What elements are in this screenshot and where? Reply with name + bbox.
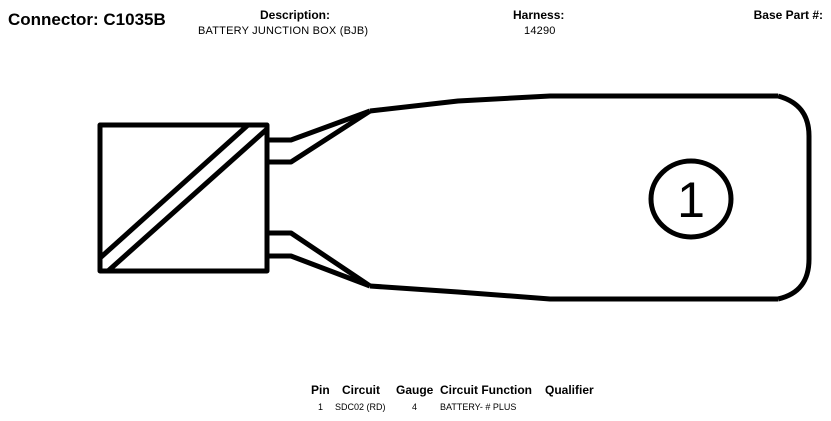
pin-marker-circle bbox=[648, 158, 734, 240]
function-cell: BATTERY- # PLUS bbox=[440, 402, 517, 412]
description-value: BATTERY JUNCTION BOX (BJB) bbox=[198, 25, 369, 37]
function-column-header: Circuit Function bbox=[440, 383, 532, 397]
base-part-label: Base Part #: bbox=[753, 8, 823, 22]
connector-title: Connector: C1035B bbox=[8, 10, 166, 29]
harness-value: 14290 bbox=[524, 25, 556, 37]
terminal-outline bbox=[369, 93, 812, 302]
upper-wire-stubs bbox=[267, 108, 372, 165]
pin-column-header: Pin bbox=[311, 383, 330, 397]
gauge-cell: 4 bbox=[412, 402, 418, 412]
harness-label: Harness: bbox=[513, 8, 565, 22]
lower-wire-stubs bbox=[267, 230, 372, 289]
pin-marker-number: 1 bbox=[677, 172, 705, 228]
gauge-column-header: Gauge bbox=[396, 383, 434, 397]
circuit-cell: SDC02 (RD) bbox=[335, 402, 386, 412]
qualifier-column-header: Qualifier bbox=[545, 383, 594, 397]
pin-cell: 1 bbox=[318, 402, 324, 412]
connector-body bbox=[97, 122, 270, 274]
description-label: Description: bbox=[260, 8, 331, 22]
circuit-column-header: Circuit bbox=[342, 383, 381, 397]
